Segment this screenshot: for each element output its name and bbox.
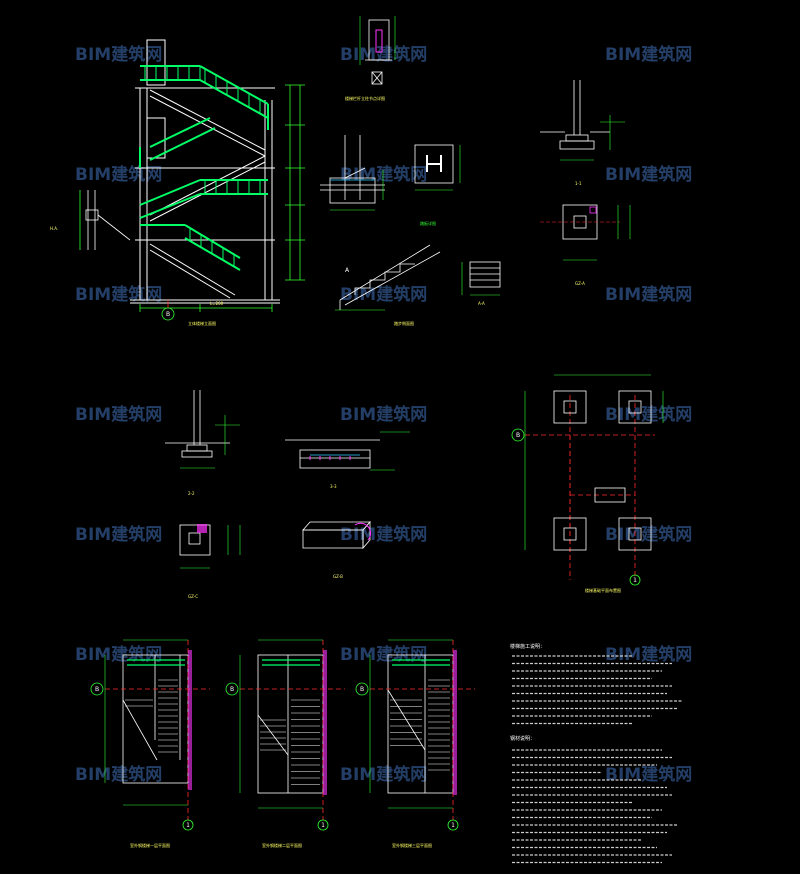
plan3-grid-label-b: B	[360, 686, 364, 693]
plan1-treads	[125, 679, 178, 753]
svg-text:A: A	[345, 267, 350, 274]
handrail-post-detail: 楼梯栏杆立柱节点详图	[345, 16, 396, 101]
plan-grid-label-1: 1	[633, 577, 637, 584]
section-3-3-label: 3-3	[330, 484, 337, 489]
plan1-grid-label-1: 1	[186, 822, 190, 829]
watermark-text: BIM建筑网	[340, 164, 427, 185]
stair-plan-2: B 1 室外钢楼梯二层平面图	[225, 639, 345, 848]
plan-grid-bubble-1: 1	[629, 574, 641, 586]
construction-notes: 楼梯施工说明： 钢材说明：	[510, 643, 682, 864]
watermark-text: BIM建筑网	[605, 284, 692, 305]
svg-text:GZ-C: GZ-C	[188, 594, 198, 599]
svg-text:楼梯基础平面布置图: 楼梯基础平面布置图	[585, 587, 621, 593]
watermark-text: BIM建筑网	[340, 404, 427, 425]
svg-text:立体楼梯立面图: 立体楼梯立面图	[188, 320, 216, 326]
watermark-text: BIM建筑网	[75, 284, 162, 305]
svg-text:GZ-A: GZ-A	[575, 281, 585, 286]
section-3-3-view: 3-3	[285, 431, 410, 489]
watermark-text: BIM建筑网	[340, 524, 427, 545]
plan2-grid-bubble-b: B	[225, 682, 239, 696]
svg-text:室外钢楼梯二层平面图: 室外钢楼梯二层平面图	[262, 842, 302, 848]
watermark-layer: BIM建筑网 BIM建筑网 BIM建筑网 BIM建筑网 BIM建筑网 BIM建筑网 BIM建…	[75, 44, 692, 785]
section-aa-label: A-A	[478, 301, 485, 306]
svg-text:踏步侧面图: 踏步侧面图	[394, 320, 414, 326]
notes-lines-2	[512, 749, 677, 864]
svg-text:楼梯栏杆立柱节点详图: 楼梯栏杆立柱节点详图	[345, 95, 385, 101]
watermark-text: BIM建筑网	[340, 284, 427, 305]
elevation-grid-bubble: B	[161, 300, 175, 321]
foundation-block-iso: GZ-B	[302, 520, 372, 579]
notes-lines-1	[512, 655, 682, 725]
rail-balusters	[144, 66, 261, 267]
plan-grid-bubble-b: B	[511, 428, 525, 442]
foundation-plan-view: B 1 楼梯基础平面布置图	[511, 374, 664, 593]
watermark-text: BIM建筑网	[605, 524, 692, 545]
watermark-text: BIM建筑网	[340, 644, 427, 665]
plan3-grid-bubble-b: B	[355, 682, 369, 696]
plan-grid-label-b: B	[516, 432, 520, 439]
notes-title: 楼梯施工说明：	[510, 643, 545, 650]
watermark-text: BIM建筑网	[75, 44, 162, 65]
watermark-text: BIM建筑网	[75, 644, 162, 665]
stair-elevation-view: H.A. 立体楼梯立面图 L=200 B	[50, 39, 305, 326]
watermark-text: BIM建筑网	[75, 164, 162, 185]
plan3-treads	[390, 679, 450, 771]
watermark-text: BIM建筑网	[605, 764, 692, 785]
plan1-grid-bubble-1: 1	[182, 819, 194, 831]
plan1-grid-label-b: B	[95, 686, 99, 693]
stair-plan-1: B 1 室外钢楼梯一层平面图	[90, 639, 210, 848]
plan2-grid-label-1: 1	[321, 822, 325, 829]
elevation-grid-label: B	[166, 311, 170, 318]
notes-list2-title: 钢材说明：	[510, 735, 535, 742]
base-plate-plan-2: GZ-C	[179, 524, 241, 599]
stair-plan-3: B 1 室外钢楼梯三层平面图	[355, 639, 475, 848]
watermark-text: BIM建筑网	[340, 764, 427, 785]
h-section-detail: 踏板详图	[414, 144, 461, 226]
watermark-text: BIM建筑网	[75, 524, 162, 545]
plan2-grid-label-b: B	[230, 686, 234, 693]
plan1-grid-bubble-b: B	[90, 682, 104, 696]
plan3-grid-bubble-1: 1	[447, 819, 459, 831]
watermark-text: BIM建筑网	[605, 644, 692, 665]
svg-text:GZ-B: GZ-B	[333, 574, 343, 579]
section-2-2-label: 2-2	[188, 491, 195, 496]
plan2-treads	[260, 699, 320, 785]
watermark-text: BIM建筑网	[605, 404, 692, 425]
svg-text:室外钢楼梯一层平面图: 室外钢楼梯一层平面图	[130, 842, 170, 848]
watermark-text: BIM建筑网	[75, 764, 162, 785]
section-2-2-view: 2-2	[165, 390, 240, 496]
stair-step-section: 踏步侧面图 A	[335, 244, 441, 326]
svg-text:L=200: L=200	[210, 301, 224, 306]
plan2-grid-bubble-1: 1	[317, 819, 329, 831]
svg-text:H.A.: H.A.	[50, 226, 58, 231]
stringer-joint-detail	[320, 135, 385, 211]
section-1-1-label: 1-1	[575, 181, 582, 186]
watermark-text: BIM建筑网	[340, 44, 427, 65]
watermark-text: BIM建筑网	[605, 164, 692, 185]
section-1-1-view: 1-1	[540, 80, 625, 186]
svg-text:踏板详图: 踏板详图	[420, 220, 436, 226]
base-plate-plan-1: GZ-A	[540, 204, 631, 286]
watermark-text: BIM建筑网	[75, 404, 162, 425]
section-a-a-small: A-A	[461, 261, 501, 306]
watermark-text: BIM建筑网	[605, 44, 692, 65]
plan3-grid-label-1: 1	[451, 822, 455, 829]
svg-text:室外钢楼梯三层平面图: 室外钢楼梯三层平面图	[392, 842, 432, 848]
